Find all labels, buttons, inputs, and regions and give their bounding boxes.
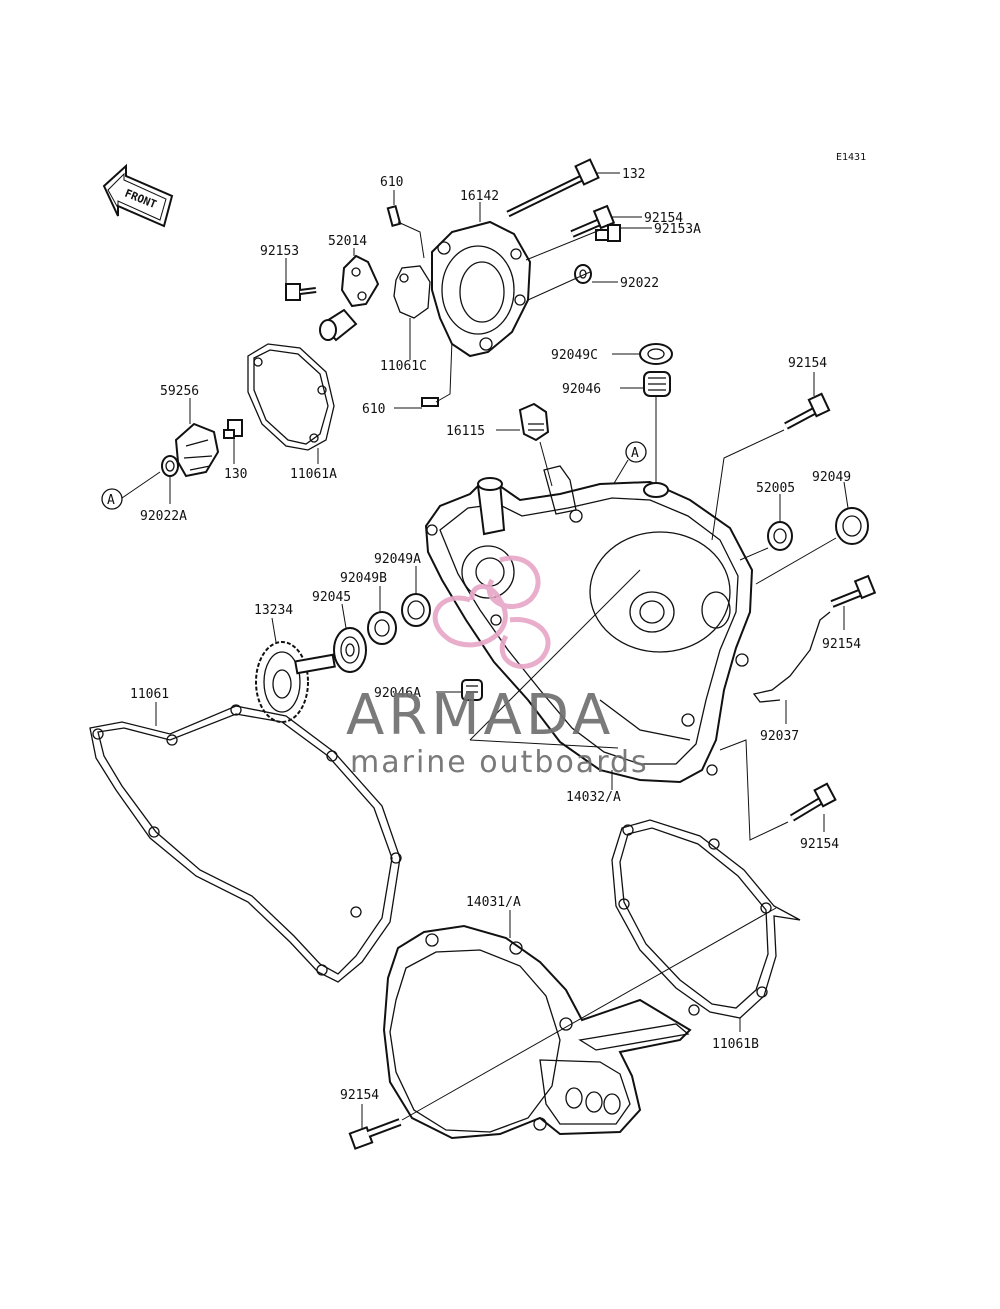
pin-610-bottom [421, 397, 439, 407]
label-92022: 92022 [620, 276, 659, 291]
watermark-logo-icon [432, 555, 551, 669]
pipe-52014 [319, 254, 380, 342]
bearing-92045 [333, 627, 367, 673]
label-132: 132 [622, 167, 645, 182]
clip-92037 [752, 611, 831, 703]
label-130: 130 [224, 467, 247, 482]
label-92154-bottom: 92154 [340, 1088, 379, 1103]
pin-610-top [386, 205, 402, 227]
bolt-92154-right-1 [784, 392, 831, 430]
ref-marker-a-right [625, 441, 647, 463]
diagram-code: E1431 [836, 152, 866, 163]
label-14031A: 14031/A [466, 895, 521, 910]
label-92153: 92153 [260, 244, 299, 259]
label-92049A: 92049A [374, 552, 421, 567]
seal-92049 [835, 507, 869, 545]
label-92154-right-3: 92154 [800, 837, 839, 852]
seal-92049B [367, 611, 397, 645]
watermark-tagline: marine outboards [350, 745, 649, 780]
gasket-11061 [89, 705, 401, 983]
label-92046: 92046 [562, 382, 601, 397]
label-610-bottom: 610 [362, 402, 385, 417]
seal-92049C [639, 343, 673, 365]
bolt-92154-right-3 [789, 782, 837, 822]
bearing-92046A [461, 679, 483, 701]
gasket-11061B [611, 819, 801, 1019]
label-92037: 92037 [760, 729, 799, 744]
label-92154-right-2: 92154 [822, 637, 861, 652]
ref-marker-a-right-label: A [631, 446, 639, 461]
watermark: ARMADA marine outboards [346, 555, 649, 780]
label-16142: 16142 [460, 189, 499, 204]
label-52005: 52005 [756, 481, 795, 496]
label-16115: 16115 [446, 424, 485, 439]
bolt-132 [506, 158, 600, 218]
bolt-130 [223, 419, 243, 439]
label-11061B: 11061B [712, 1037, 759, 1052]
seal-92049A [401, 593, 431, 627]
front-arrow-icon: FRONT [102, 163, 174, 228]
bolt-92153A [595, 224, 621, 242]
label-11061A: 11061A [290, 467, 337, 482]
gasket-11061C [393, 265, 431, 319]
label-92049: 92049 [812, 470, 851, 485]
plug-16115 [518, 402, 550, 442]
washer-92022 [574, 264, 592, 284]
label-92049C: 92049C [551, 348, 598, 363]
label-92046A: 92046A [374, 686, 421, 701]
bearing-52005 [767, 521, 793, 551]
bolt-92153 [285, 283, 317, 301]
gear-13234 [255, 641, 336, 723]
label-92154-top: 92154 [644, 211, 683, 226]
label-11061: 11061 [130, 687, 169, 702]
label-52014: 52014 [328, 234, 367, 249]
label-59256: 59256 [160, 384, 199, 399]
label-14032A: 14032/A [566, 790, 621, 805]
gasket-11061A [247, 343, 335, 451]
bolt-92154-right-2 [830, 574, 877, 608]
outer-cover-14031A [382, 924, 692, 1140]
label-11061C: 11061C [380, 359, 427, 374]
watermark-brand: ARMADA [346, 683, 614, 748]
label-92045: 92045 [312, 590, 351, 605]
label-610-top: 610 [380, 175, 403, 190]
bolt-92154-bottom [348, 1118, 402, 1150]
impeller-59256 [161, 422, 220, 478]
label-92153A: 92153A [654, 222, 701, 237]
label-92049B: 92049B [340, 571, 387, 586]
label-92022A: 92022A [140, 509, 187, 524]
label-13234: 13234 [254, 603, 293, 618]
ref-marker-a-left-label: A [107, 493, 115, 508]
pump-cover-16142 [431, 220, 532, 358]
ref-marker-a-left [101, 488, 123, 510]
label-92154-right-1: 92154 [788, 356, 827, 371]
